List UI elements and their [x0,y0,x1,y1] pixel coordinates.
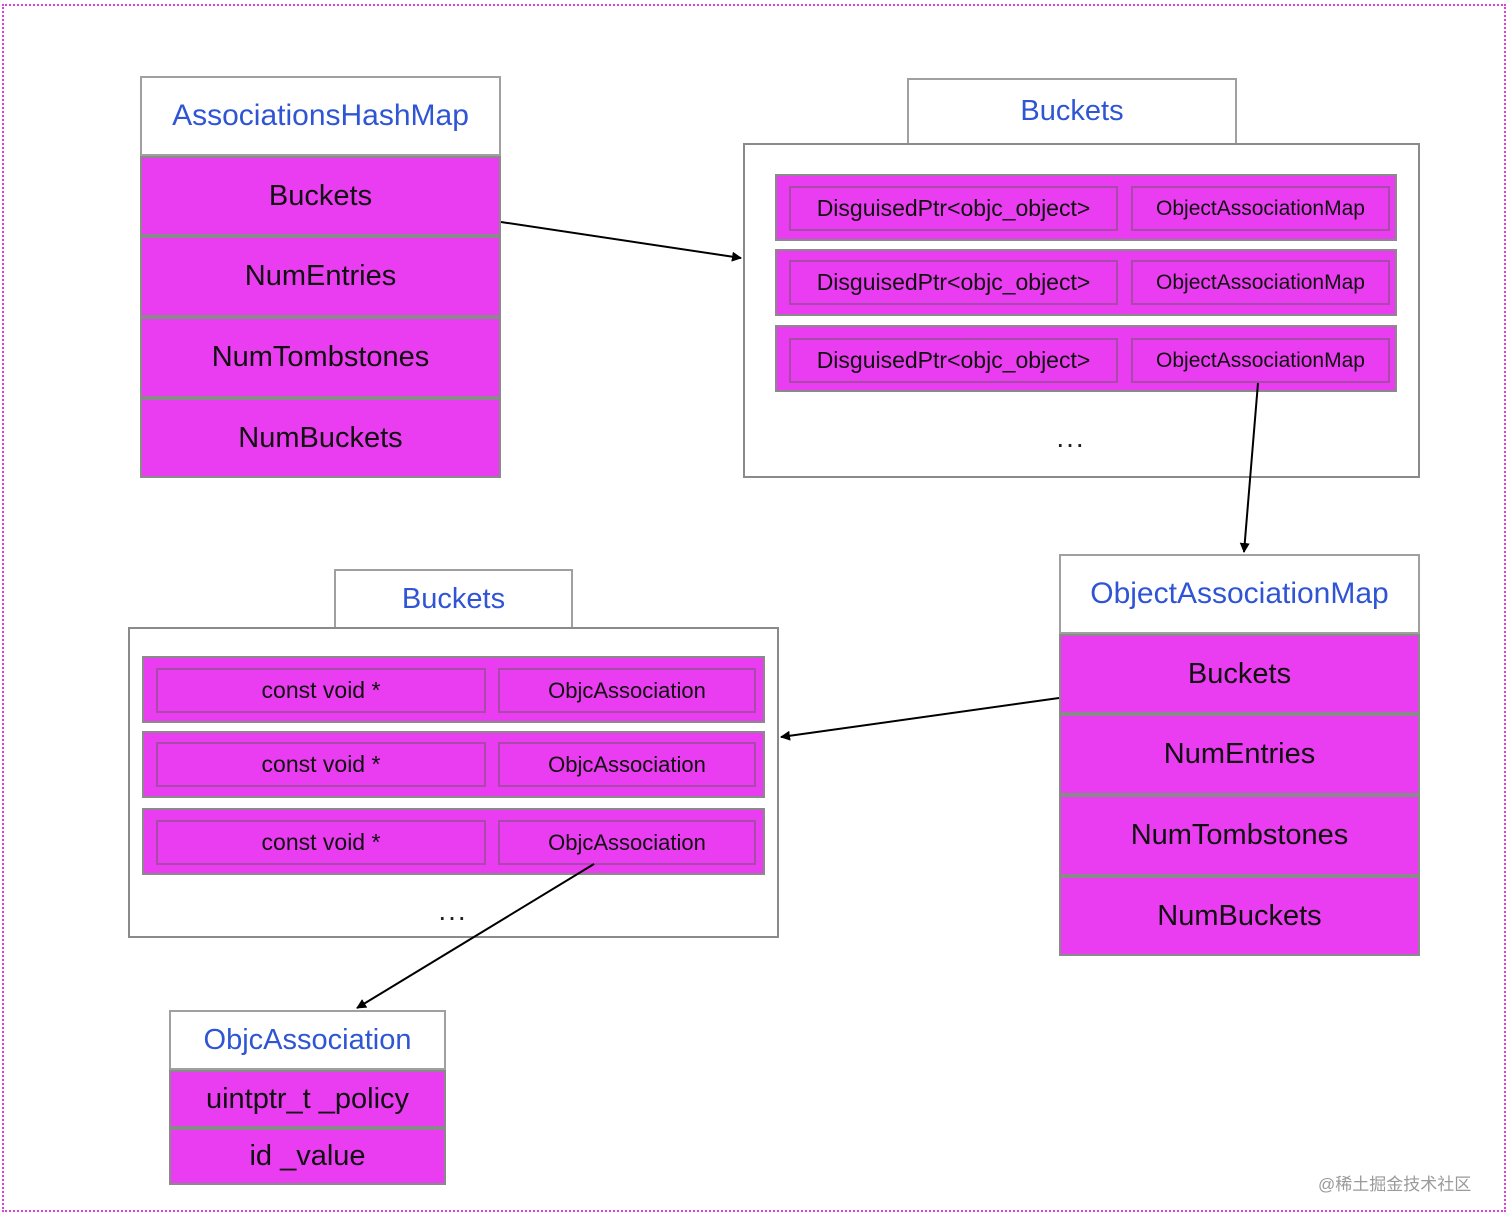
objc-association-field-policy: uintptr_t _policy [169,1070,446,1128]
object-association-map-field-buckets: Buckets [1059,634,1420,714]
bottom-bucket-key: const void * [156,742,486,787]
top-buckets-tab: Buckets [907,78,1237,145]
bottom-bucket-key: const void * [156,820,486,865]
objc-association-field-value: id _value [169,1128,446,1185]
top-bucket-key: DisguisedPtr<objc_object> [789,186,1118,231]
objc-association-title: ObjcAssociation [169,1010,446,1070]
object-association-map-field-numtombstones: NumTombstones [1059,795,1420,876]
bottom-bucket-value: ObjcAssociation [498,742,756,787]
object-association-map-field-numentries: NumEntries [1059,714,1420,795]
watermark: @稀土掘金技术社区 [1318,1175,1472,1194]
bottom-buckets-tab: Buckets [334,569,573,630]
diagram-frame [2,4,1506,1212]
associations-hash-map-field-numbuckets: NumBuckets [140,398,501,478]
top-bucket-key: DisguisedPtr<objc_object> [789,260,1118,305]
top-bucket-value: ObjectAssociationMap [1131,186,1390,231]
associations-hash-map-field-buckets: Buckets [140,156,501,236]
associations-hash-map-field-numentries: NumEntries [140,236,501,317]
top-bucket-key: DisguisedPtr<objc_object> [789,338,1118,383]
top-buckets-ellipsis: ... [1056,422,1086,453]
object-association-map-title: ObjectAssociationMap [1059,554,1420,634]
bottom-bucket-key: const void * [156,668,486,713]
object-association-map-field-numbuckets: NumBuckets [1059,876,1420,956]
associations-hash-map-title: AssociationsHashMap [140,76,501,156]
associations-hash-map-field-numtombstones: NumTombstones [140,317,501,398]
bottom-bucket-value: ObjcAssociation [498,668,756,713]
top-bucket-value: ObjectAssociationMap [1131,260,1390,305]
bottom-buckets-ellipsis: ... [438,895,468,926]
top-bucket-value: ObjectAssociationMap [1131,338,1390,383]
bottom-bucket-value: ObjcAssociation [498,820,756,865]
